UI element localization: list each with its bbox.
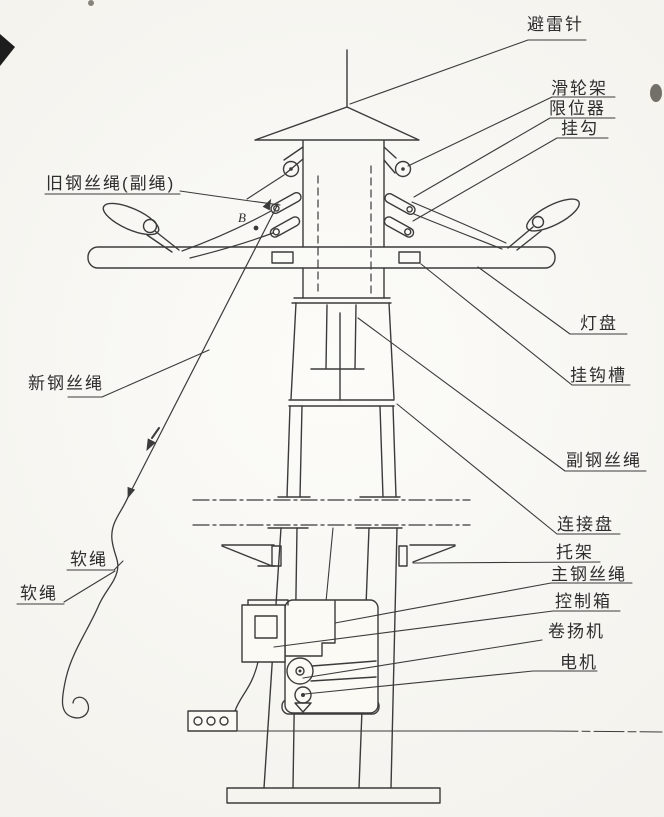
mast-structure (61, 49, 663, 804)
label-bracket: 托架 (556, 543, 594, 562)
lower-mid-walls (286, 405, 397, 498)
soft-rope (61, 496, 129, 719)
label-control-box: 控制箱 (555, 592, 612, 611)
left-pulley (282, 146, 304, 178)
label-lamp-plate: 灯盘 (580, 314, 618, 333)
outlet-box (187, 710, 238, 732)
label-new-wire-rope: 新钢丝绳 (28, 374, 104, 393)
base-plate (226, 787, 441, 804)
label-limiter: 限位器 (549, 99, 606, 118)
label-hook-slot: 挂钩槽 (570, 366, 627, 385)
inner-tube (310, 304, 365, 401)
scan-artifacts (0, 0, 662, 102)
leader-old-wire-rope (44, 190, 281, 206)
label-soft-rope-upper: 软绳 (70, 550, 108, 569)
connection-plate (288, 399, 395, 407)
left-support-bracket (221, 544, 282, 567)
label-motor: 电机 (560, 653, 598, 672)
label-point-b: B (238, 210, 246, 225)
leader-new-wire-rope (67, 349, 210, 398)
head-tube-walls (302, 140, 385, 299)
hook-slot-right (398, 251, 421, 264)
right-pulley (383, 146, 412, 178)
label-pulley-frame: 滑轮架 (551, 79, 608, 98)
label-main-wire-rope: 主钢丝绳 (551, 565, 627, 584)
diagram-labels: 避雷针 滑轮架 限位器 挂勾 旧钢丝绳(副绳) 灯盘 挂钩槽 新钢丝绳 副钢丝绳… (20, 15, 642, 672)
leader-aux-wire-rope (357, 317, 647, 472)
point-b-dot (253, 225, 259, 231)
leader-soft-rope-upper (66, 560, 124, 571)
leader-limiter (413, 117, 616, 198)
leader-control-box (273, 610, 621, 648)
rope-over-pulley (246, 174, 285, 200)
label-connection-plate: 连接盘 (557, 515, 614, 534)
leader-soft-rope-lower (16, 570, 116, 605)
label-soft-rope-lower: 软绳 (20, 584, 58, 603)
leader-lightning-rod (349, 39, 587, 105)
power-cable (234, 661, 259, 712)
break-dash-dot-lines (192, 499, 471, 526)
left-hook-capsules (269, 191, 302, 238)
new-wire-rope (127, 203, 279, 498)
leader-bracket (412, 561, 601, 564)
mid-pole-walls (290, 302, 395, 400)
leader-hook (412, 137, 609, 222)
label-hook: 挂勾 (561, 119, 599, 138)
rope-arrow-lower (127, 486, 136, 499)
right-arm-struts (411, 201, 507, 250)
winch-plate-lines (285, 600, 336, 657)
leader-lamp-plate (477, 266, 628, 335)
leader-motor (304, 670, 598, 695)
leader-winch (302, 639, 543, 679)
hook-slot-left (271, 251, 294, 264)
ground-line-dashed (547, 730, 663, 733)
head-tube-inner-dashed (317, 165, 372, 295)
lamp-plate-bar (87, 246, 556, 269)
right-luminaire (507, 198, 580, 251)
leader-lines (16, 39, 647, 695)
label-old-wire-rope: 旧钢丝绳(副绳) (46, 174, 175, 193)
leader-connection-plate (396, 403, 621, 535)
label-lightning-rod: 避雷针 (527, 15, 584, 34)
leader-hook-slot (420, 263, 631, 386)
leader-main-wire-rope (334, 582, 633, 624)
rope-arrow-upper (262, 198, 272, 211)
label-winch: 卷扬机 (548, 622, 605, 641)
leader-pulley-frame (407, 96, 616, 167)
left-arm-struts (181, 210, 274, 259)
left-luminaire (102, 202, 180, 253)
right-support-bracket (398, 544, 456, 567)
rope-arrow-middle (146, 427, 160, 452)
label-aux-wire-rope: 副钢丝绳 (566, 451, 642, 470)
right-hook-capsules (383, 192, 416, 238)
joint-flange-upper (291, 297, 392, 304)
cap-cone (254, 106, 420, 141)
control-box (241, 599, 289, 663)
